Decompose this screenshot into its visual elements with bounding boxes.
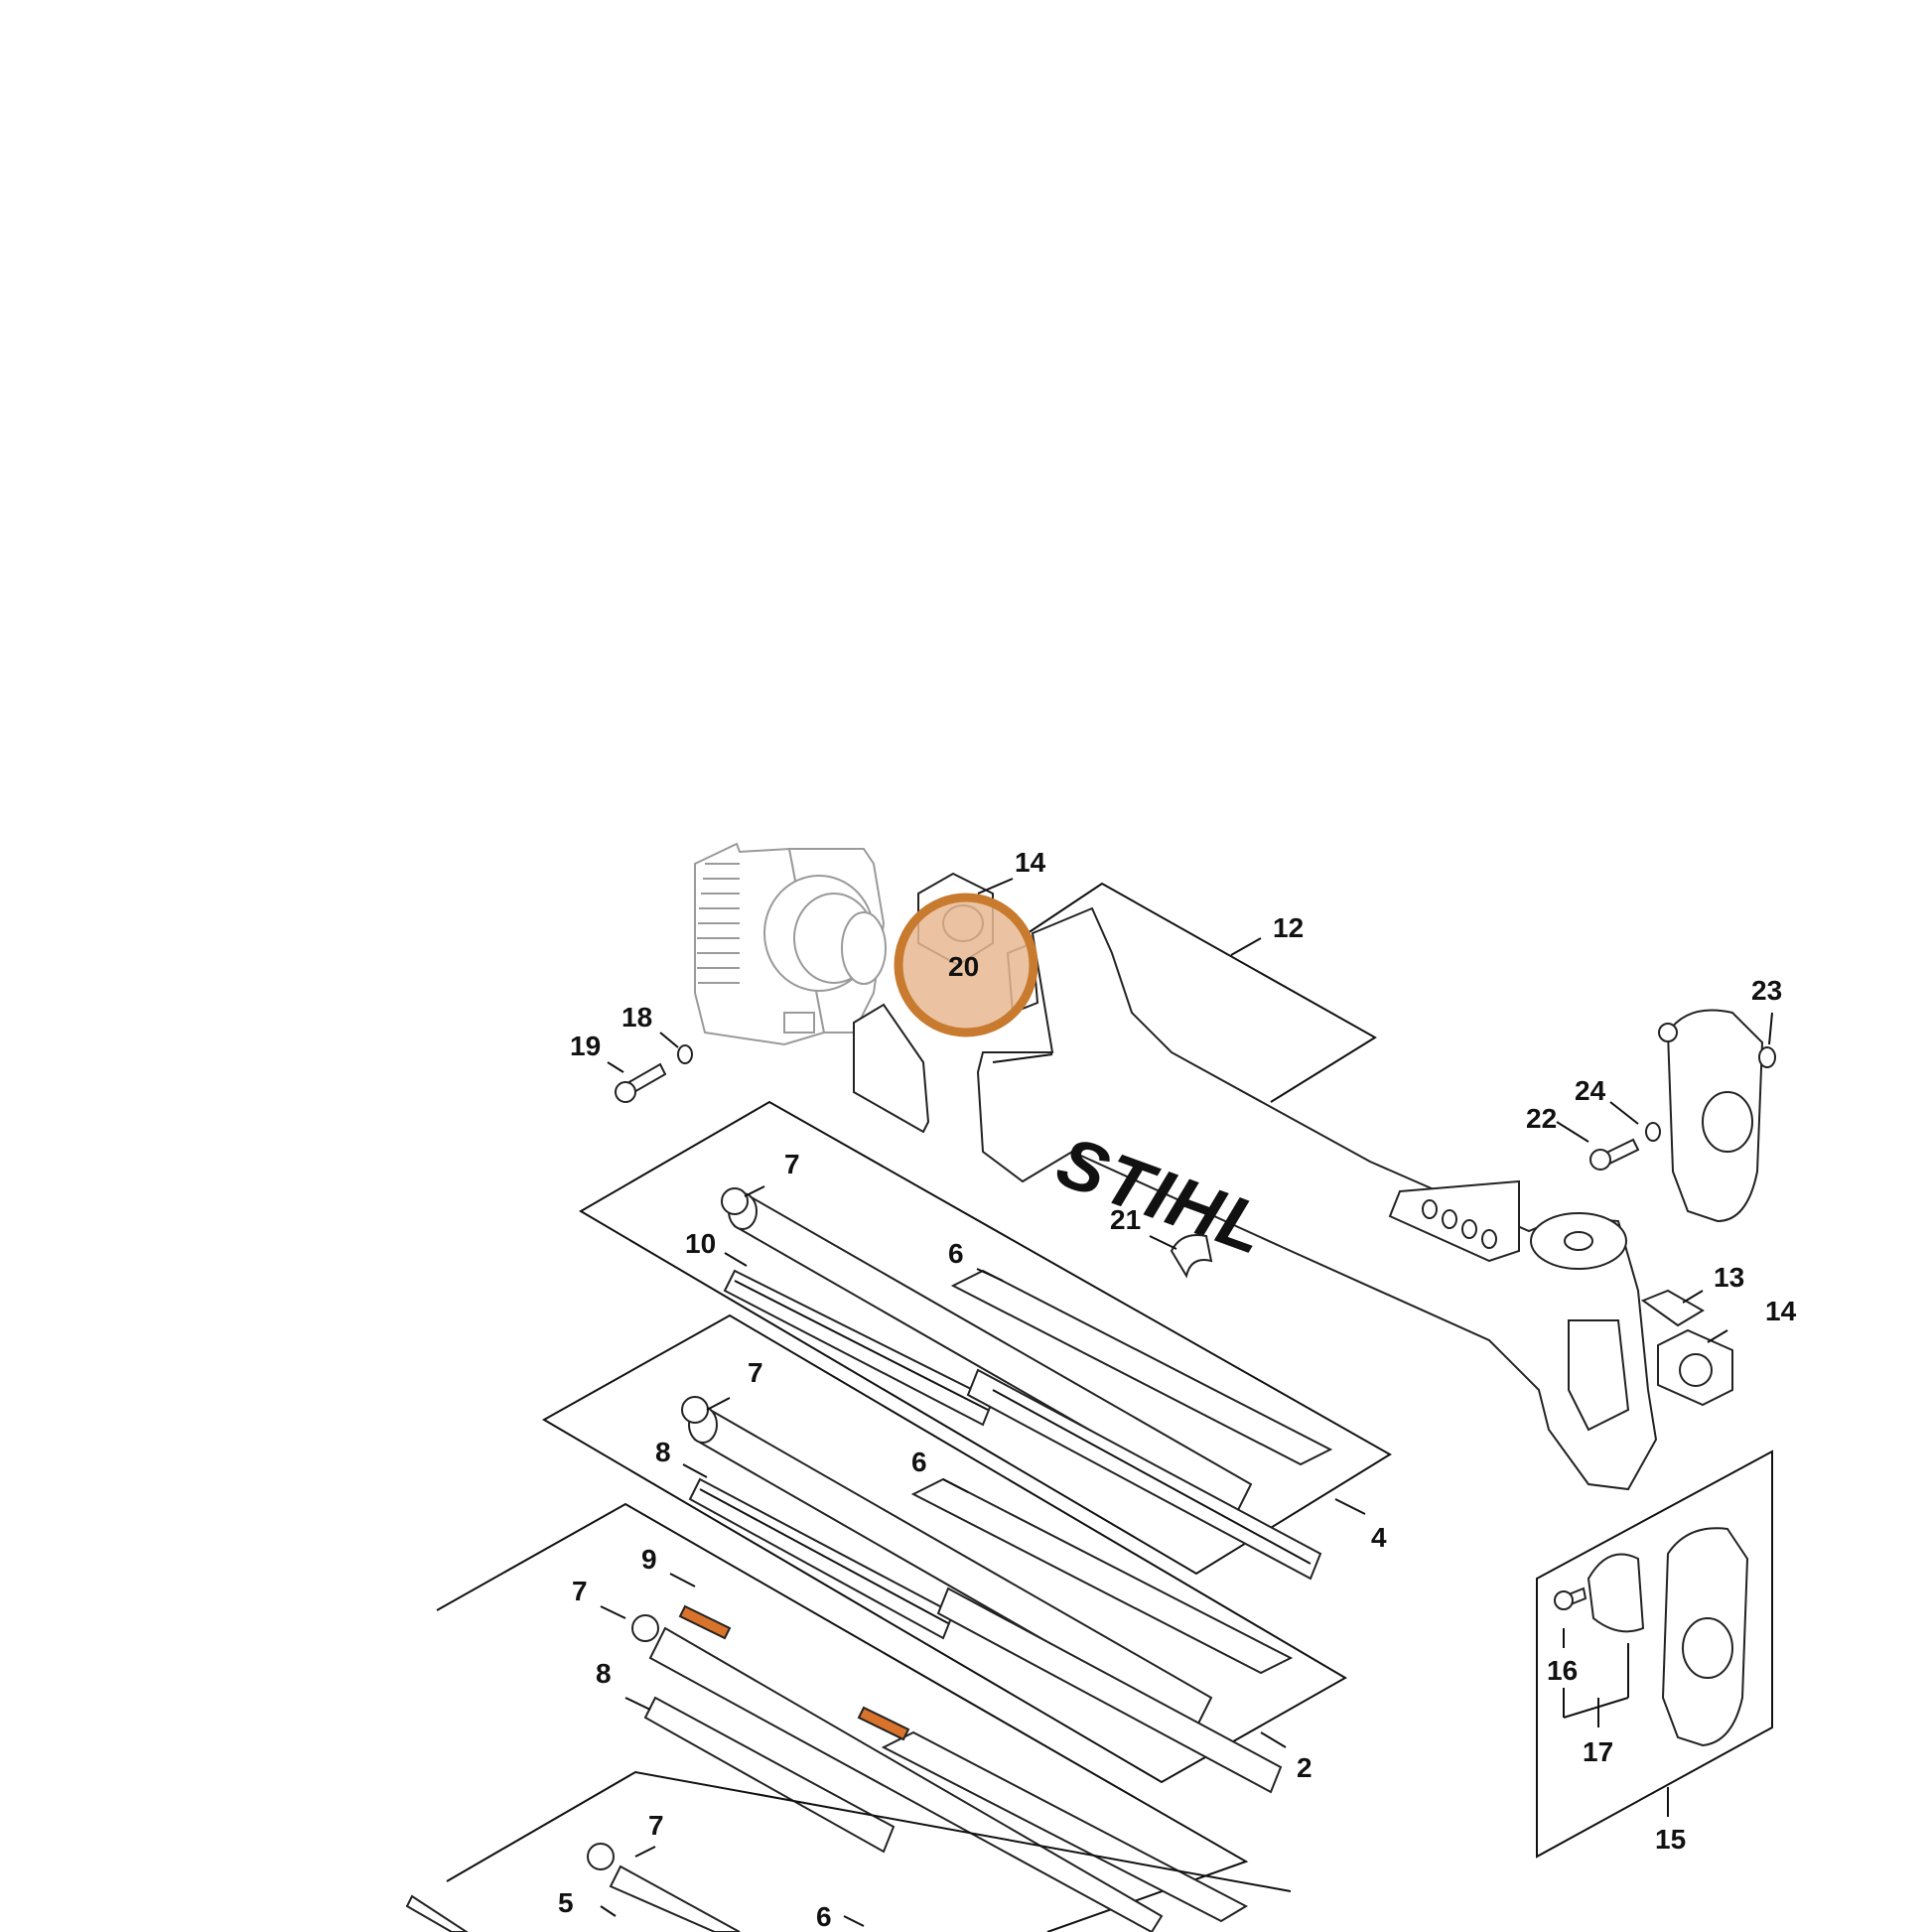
callout-6-first[interactable]: 6 (948, 1238, 964, 1269)
part-22-screw (1589, 1138, 1640, 1171)
callout-14-right[interactable]: 14 (1765, 1296, 1797, 1326)
callout-7-third[interactable]: 7 (572, 1576, 588, 1606)
shaft-set-bottom (405, 1770, 1292, 1932)
callout-4[interactable]: 4 (1371, 1522, 1387, 1553)
shaft-set-4 (579, 1100, 1392, 1581)
part-15-kit (1536, 1449, 1773, 1859)
callout-6-third[interactable]: 6 (816, 1901, 832, 1932)
callout-8-second[interactable]: 8 (596, 1658, 612, 1689)
callout-5[interactable]: 5 (558, 1887, 574, 1918)
callout-6-second[interactable]: 6 (911, 1447, 927, 1477)
engine-housing (694, 842, 887, 1046)
callout-20[interactable]: 20 (948, 951, 979, 982)
part-19-screw (615, 1062, 667, 1103)
callout-24[interactable]: 24 (1575, 1075, 1606, 1106)
part-13-nut (1640, 1289, 1705, 1327)
part-23-cover (1658, 1009, 1764, 1223)
callout-14-top[interactable]: 14 (1015, 847, 1046, 878)
part-24-washer (1645, 1122, 1661, 1142)
shaft-set-3 (436, 1502, 1249, 1932)
callout-13[interactable]: 13 (1714, 1262, 1744, 1293)
part-23-nut (1758, 1046, 1776, 1068)
part-18-washer (677, 1044, 693, 1064)
leader-lines (600, 878, 1773, 1927)
part-12-handle-housing: STIHL (976, 906, 1658, 1491)
callout-7-first[interactable]: 7 (784, 1149, 800, 1179)
callout-16[interactable]: 16 (1547, 1655, 1578, 1686)
callout-10[interactable]: 10 (685, 1228, 716, 1259)
callout-22[interactable]: 22 (1526, 1103, 1557, 1134)
callout-23[interactable]: 23 (1751, 975, 1782, 1006)
callout-18[interactable]: 18 (621, 1002, 652, 1033)
shaft-set-2 (541, 1313, 1347, 1794)
highlight-marker-20[interactable] (894, 893, 1038, 1037)
callout-labels: 14 20 12 23 18 19 24 22 7 10 21 6 13 14 … (558, 847, 1797, 1932)
part-14-right (1657, 1328, 1733, 1407)
part-21-clip (1170, 1234, 1213, 1279)
callout-7-fourth[interactable]: 7 (648, 1810, 664, 1841)
part-12-plane (1027, 882, 1377, 1103)
callout-15[interactable]: 15 (1655, 1824, 1686, 1855)
callout-7-second[interactable]: 7 (748, 1357, 763, 1388)
callout-21[interactable]: 21 (1110, 1204, 1141, 1235)
callout-9[interactable]: 9 (641, 1544, 657, 1575)
callout-12[interactable]: 12 (1273, 912, 1304, 943)
callout-8-first[interactable]: 8 (655, 1437, 671, 1467)
callout-2[interactable]: 2 (1297, 1752, 1312, 1783)
callout-19[interactable]: 19 (570, 1031, 601, 1061)
callout-17[interactable]: 17 (1583, 1736, 1613, 1767)
front-cover-block (853, 1003, 930, 1134)
